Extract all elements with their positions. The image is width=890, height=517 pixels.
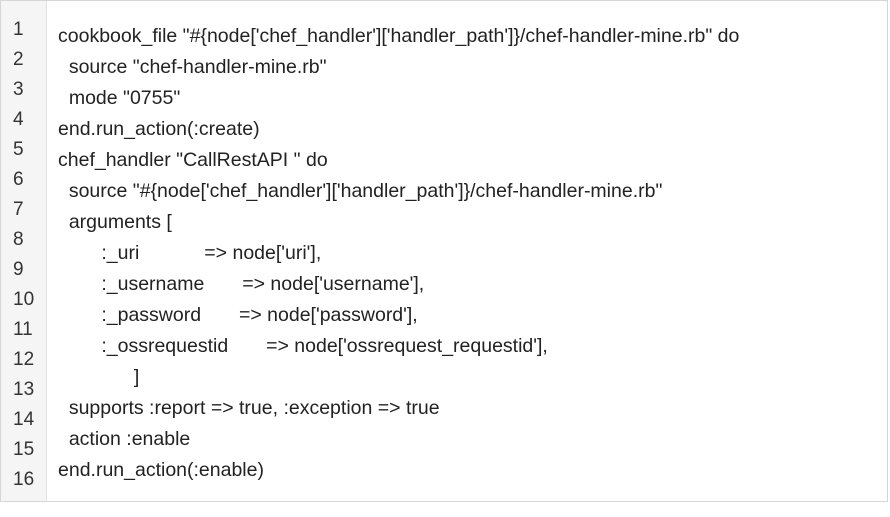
- code-content: cookbook_file "#{node['chef_handler']['h…: [47, 1, 887, 501]
- code-line: end.run_action(:create): [58, 118, 260, 140]
- code-line: action :enable: [58, 428, 191, 450]
- code-line: mode "0755": [58, 87, 181, 109]
- line-number: 11: [13, 319, 33, 340]
- line-number: 13: [13, 379, 35, 400]
- line-number: 4: [13, 109, 24, 130]
- code-line: :_ossrequestid => node['ossrequest_reque…: [58, 335, 548, 357]
- line-number: 3: [13, 79, 24, 100]
- code-line: end.run_action(:enable): [58, 459, 264, 481]
- line-number: 10: [13, 289, 35, 310]
- line-number: 7: [13, 199, 24, 220]
- line-number: 5: [13, 139, 24, 160]
- code-line: source "#{node['chef_handler']['handler_…: [58, 180, 663, 202]
- code-line: cookbook_file "#{node['chef_handler']['h…: [58, 25, 740, 47]
- code-block: 1 2 3 4 5 6 7 8 9 10 11 12 13 14 15 16 c…: [0, 0, 888, 502]
- code-line: [58, 486, 887, 517]
- line-number: 8: [13, 229, 24, 250]
- code-line: chef_handler "CallRestAPI " do: [58, 149, 328, 171]
- line-number: 1: [13, 19, 24, 40]
- code-line: supports :report => true, :exception => …: [58, 397, 440, 419]
- line-number: 9: [13, 259, 24, 280]
- line-number: 12: [13, 349, 35, 370]
- line-number: 2: [13, 49, 24, 70]
- code-line: :_uri => node['uri'],: [58, 242, 322, 264]
- code-line: arguments [: [58, 211, 172, 233]
- line-number: 16: [13, 469, 35, 490]
- line-number: 6: [13, 169, 24, 190]
- code-line: ]: [58, 366, 140, 388]
- code-line: source "chef-handler-mine.rb": [58, 56, 327, 78]
- line-number: 14: [13, 409, 35, 430]
- line-number-gutter: 1 2 3 4 5 6 7 8 9 10 11 12 13 14 15 16: [1, 1, 47, 501]
- code-line: :_username => node['username'],: [58, 273, 425, 295]
- line-number: 15: [13, 439, 35, 460]
- code-line: :_password => node['password'],: [58, 304, 418, 326]
